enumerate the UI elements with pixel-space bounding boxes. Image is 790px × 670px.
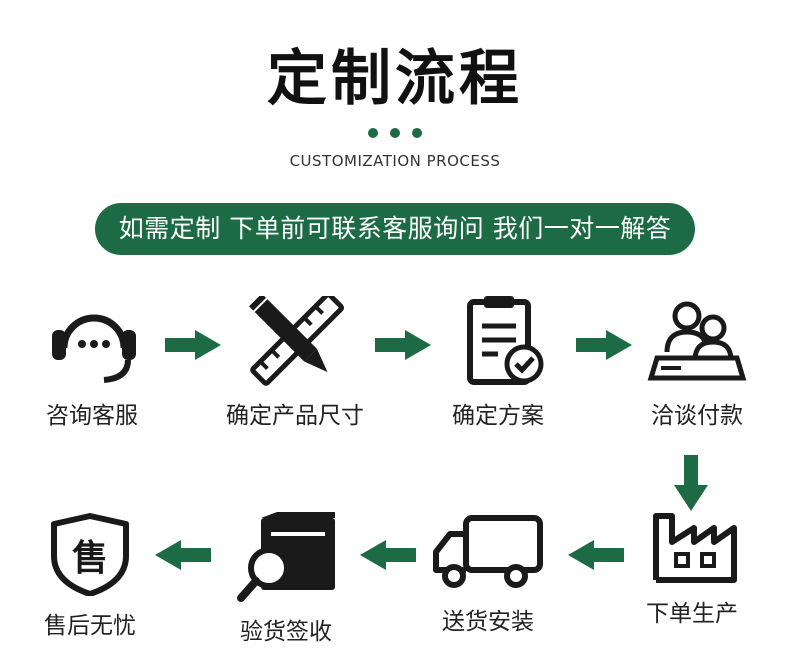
step-after-sales: 售 售后无忧 [10, 512, 170, 640]
contact-banner: 如需定制 下单前可联系客服询问 我们一对一解答 [95, 203, 695, 255]
arrow-left-icon [360, 540, 416, 570]
pencil-ruler-icon [249, 296, 345, 386]
step-label: 确定产品尺寸 [226, 403, 364, 429]
step-label: 售后无忧 [44, 613, 136, 639]
inspect-box-icon [237, 512, 335, 602]
step-label: 验货签收 [240, 619, 332, 645]
after-sales-shield-icon: 售 [51, 513, 129, 596]
step-production: 下单生产 [612, 512, 772, 628]
clipboard-check-icon [467, 296, 544, 385]
dot [390, 128, 400, 138]
dot [368, 128, 378, 138]
title-dots [0, 123, 790, 142]
step-label: 确定方案 [452, 403, 544, 429]
page-title: 定制流程 [267, 44, 523, 114]
arrow-right-icon [165, 330, 221, 360]
step-label: 咨询客服 [46, 403, 138, 429]
arrow-right-icon [375, 330, 431, 360]
after-sales-glyph: 售 [72, 538, 108, 579]
dot [412, 128, 422, 138]
step-label: 送货安装 [442, 609, 534, 635]
step-plan: 确定方案 [418, 296, 578, 430]
step-label: 洽谈付款 [651, 403, 743, 429]
step-size: 确定产品尺寸 [215, 296, 375, 430]
page-subtitle: CUSTOMIZATION PROCESS [289, 152, 501, 170]
step-delivery: 送货安装 [408, 512, 568, 636]
arrow-down-icon [674, 455, 708, 511]
headset-icon [52, 314, 136, 383]
factory-icon [653, 513, 737, 583]
arrow-right-icon [576, 330, 632, 360]
step-payment: 洽谈付款 [617, 296, 777, 430]
meeting-icon [647, 301, 747, 381]
step-inspection: 验货签收 [206, 512, 366, 646]
step-label: 下单生产 [646, 601, 738, 627]
arrow-left-icon [155, 540, 211, 570]
arrow-left-icon [568, 540, 624, 570]
step-consult: 咨询客服 [12, 296, 172, 430]
truck-icon [433, 515, 543, 588]
